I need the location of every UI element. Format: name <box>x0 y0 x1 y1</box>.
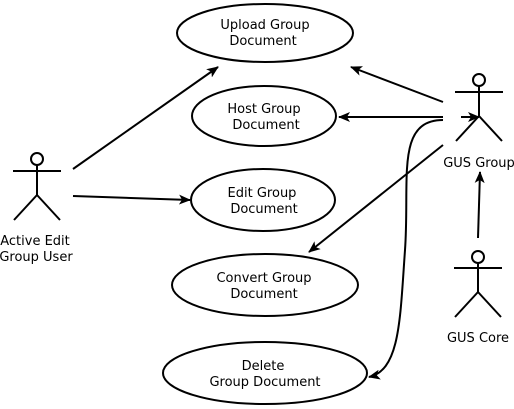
use-case-convert-line2: Document <box>230 287 297 302</box>
use-case-host-line2: Document <box>232 118 299 133</box>
arrow-gus-group-to-convert <box>308 144 444 253</box>
use-case-delete-line2: Group Document <box>209 375 320 390</box>
actor-gus-core-label: GUS Core <box>447 331 509 346</box>
arrow-gus-group-to-delete <box>368 119 444 380</box>
arrow-gus-core-to-gus-group <box>474 171 485 239</box>
use-case-delete-line1: Delete <box>242 359 285 374</box>
actor-head-icon <box>471 250 485 264</box>
arrow-user-to-upload <box>72 66 219 170</box>
actor-gus-core <box>454 250 502 318</box>
use-case-upload-line2: Document <box>229 34 296 49</box>
use-case-edit: Edit Group Document <box>190 168 336 232</box>
use-case-convert-line1: Convert Group <box>216 271 311 286</box>
actor-gus-group <box>455 73 503 142</box>
use-case-convert: Convert Group Document <box>171 253 359 317</box>
use-case-host: Host Group Document <box>191 85 337 147</box>
use-case-upload: Upload Group Document <box>176 3 354 63</box>
arrow-gus-group-to-upload <box>350 66 444 103</box>
use-case-edit-line2: Document <box>230 202 297 217</box>
actor-gus-group-label: GUS Group <box>443 156 514 171</box>
use-case-delete: Delete Group Document <box>162 341 368 405</box>
actor-active-edit-group-user-label-line1: Active Edit <box>0 234 70 249</box>
arrow-user-to-edit <box>72 194 191 205</box>
actor-active-edit-group-user <box>13 152 61 221</box>
actor-head-icon <box>30 152 44 166</box>
use-case-upload-line1: Upload Group <box>220 18 309 33</box>
use-case-edit-line1: Edit Group <box>228 186 297 201</box>
use-case-host-line1: Host Group <box>227 102 300 117</box>
actor-active-edit-group-user-label-line2: Group User <box>0 250 73 265</box>
actor-head-icon <box>472 73 486 87</box>
